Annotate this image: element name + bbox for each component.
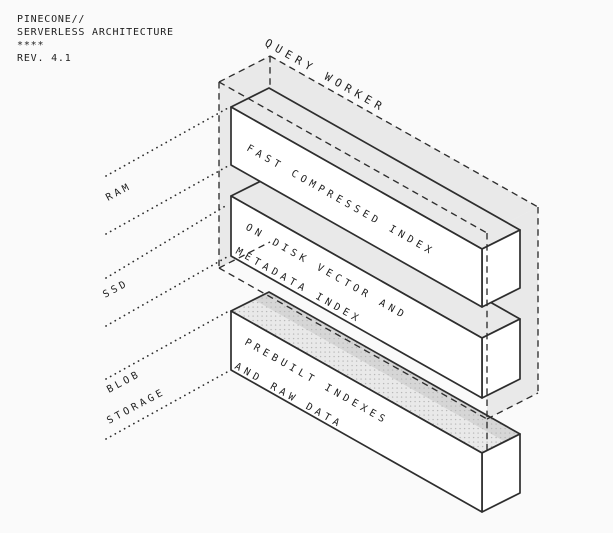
envelope-top-face <box>219 56 538 233</box>
blob-leader-top <box>105 310 230 380</box>
envelope-top-front-edge <box>218 81 488 234</box>
header-title: SERVERLESS ARCHITECTURE <box>17 27 174 38</box>
blob-leader-bottom <box>105 370 230 440</box>
header-stars: **** <box>17 40 44 51</box>
envelope-top-left-depth-edge <box>218 55 271 83</box>
envelope-bottom-left-depth-edge <box>218 241 271 269</box>
ram-leader-bottom <box>105 165 229 235</box>
box-ssd: ON DISK VECTOR AND METADATA INDEX <box>230 176 521 399</box>
envelope-bottom-right-depth-edge <box>486 392 539 420</box>
box3-front-face <box>230 310 483 513</box>
tier-label-ram: RAM <box>104 181 134 204</box>
box2-front-face <box>230 195 483 399</box>
ssd-leader-bottom <box>105 256 228 327</box>
tier-label-ssd: SSD <box>101 278 131 301</box>
box-blob-storage: PREBUILT INDEXES AND RAW DATA <box>230 291 521 513</box>
header-revision: REV. 4.1 <box>17 53 72 64</box>
tier-leader-lines <box>105 107 230 440</box>
tier-label-blob-line1: BLOB <box>105 369 143 396</box>
ram-leader-top <box>105 107 229 177</box>
header-block: PINECONE// SERVERLESS ARCHITECTURE **** … <box>17 14 174 64</box>
box3-top-dot-texture <box>231 292 520 453</box>
envelope-top-back-edge <box>269 55 539 208</box>
header-brand: PINECONE// <box>17 14 85 25</box>
ssd-leader-top <box>105 204 228 279</box>
envelope-bottom-front-edge <box>218 267 488 420</box>
box1-front-face <box>230 106 483 308</box>
